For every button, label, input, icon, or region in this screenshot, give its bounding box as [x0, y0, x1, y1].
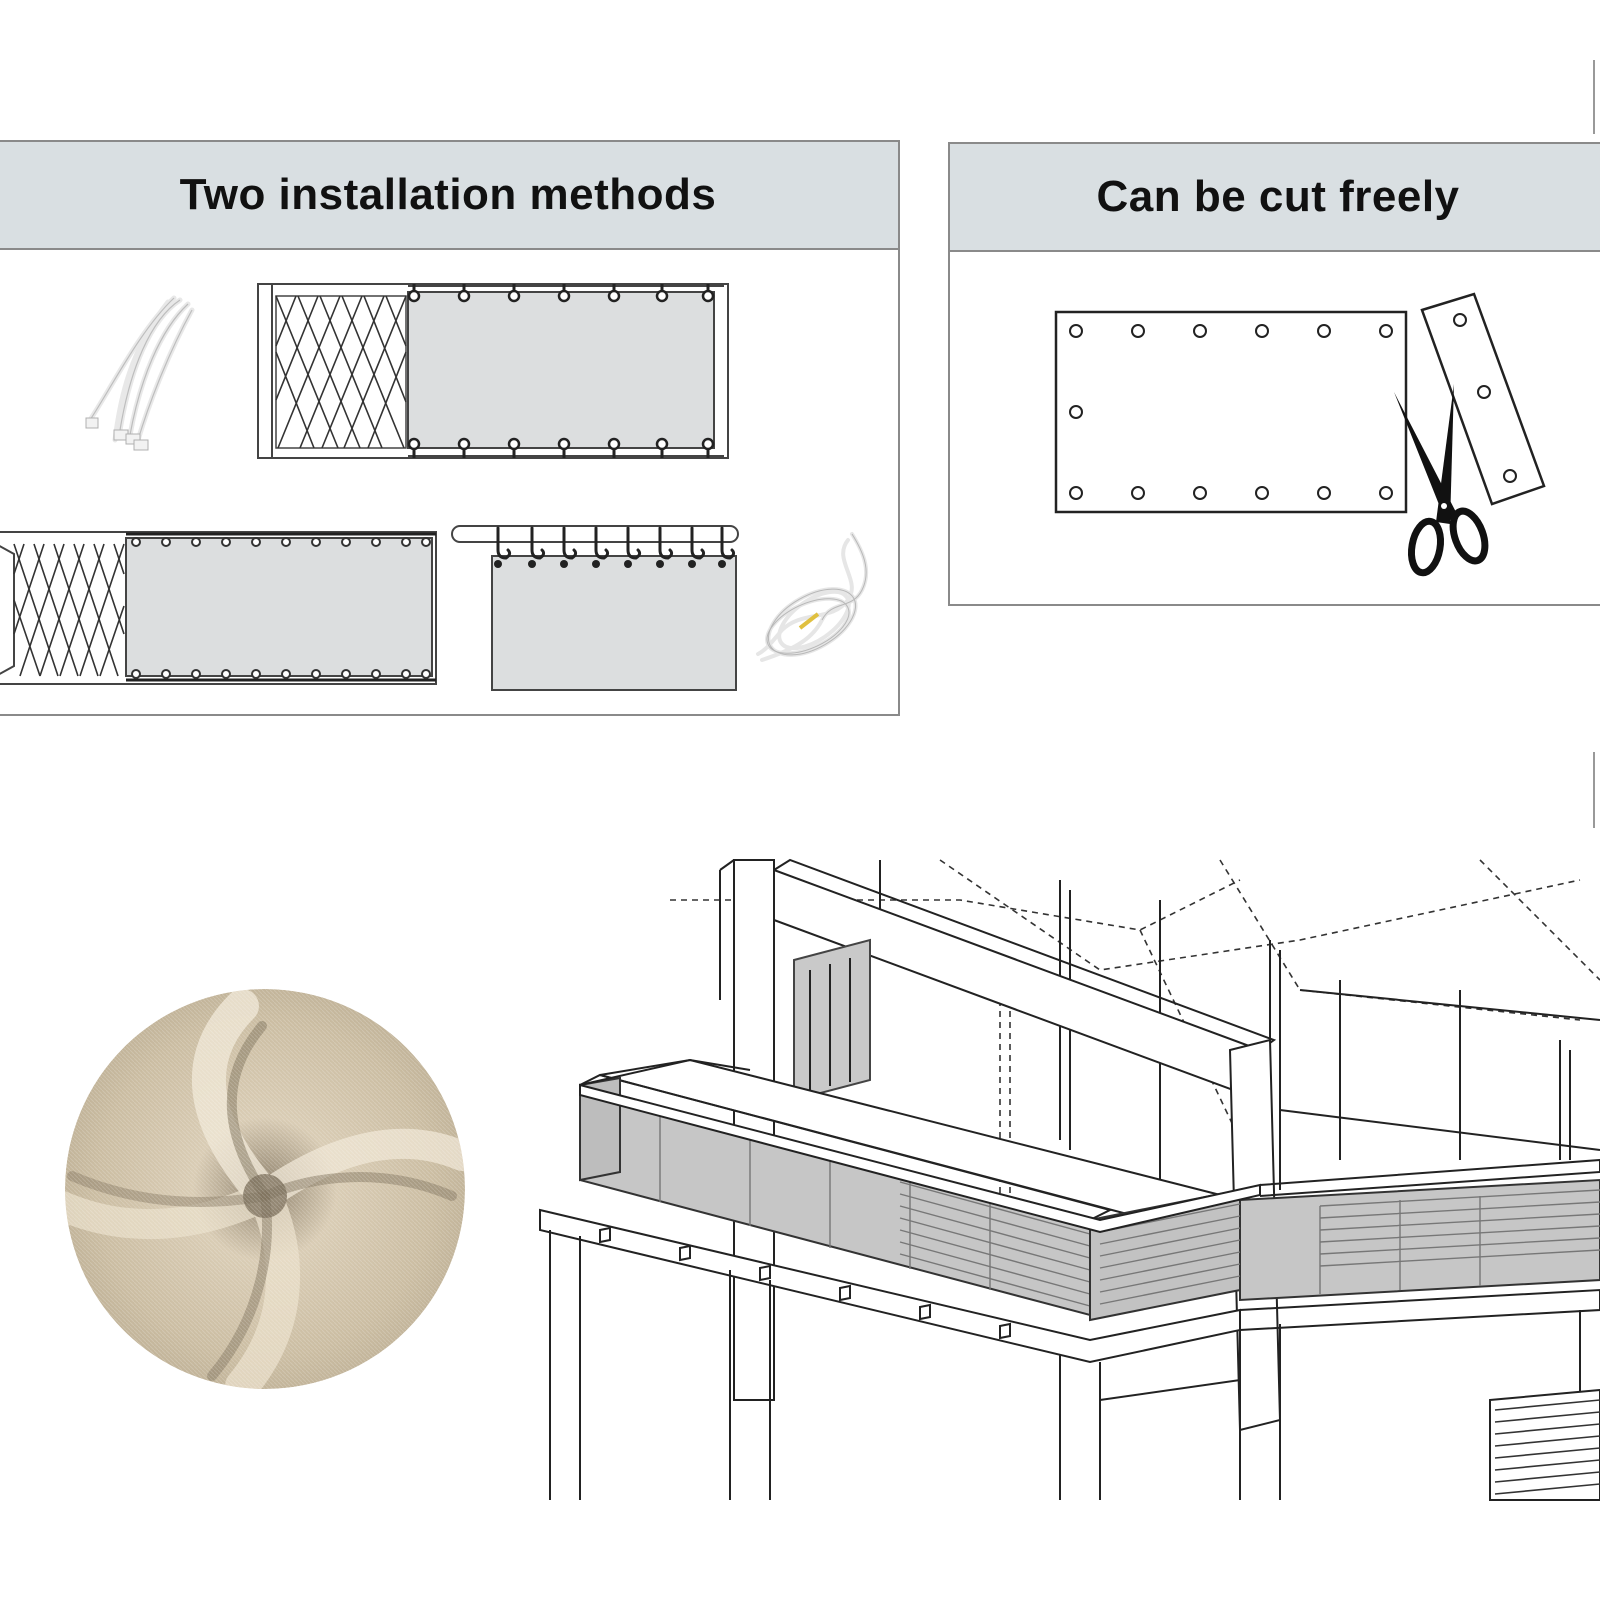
privacy-screen — [407, 291, 715, 449]
hook-hanging-diagram — [451, 525, 739, 691]
cut-screen-diagram — [1054, 292, 1546, 577]
cut-off-strip — [1420, 292, 1546, 506]
hanging-screen — [491, 555, 737, 691]
lattice-railing-long — [13, 543, 125, 677]
cable-tie-installation-diagram — [257, 283, 729, 459]
fabric-swatch-icon — [65, 989, 465, 1389]
scissors-icon — [1394, 384, 1489, 577]
edge-mark — [1593, 60, 1595, 134]
edge-mark — [1593, 752, 1595, 828]
installation-methods-header: Two installation methods — [0, 142, 898, 250]
cut-freely-header: Can be cut freely — [950, 144, 1600, 252]
screen-sheet — [1054, 310, 1408, 514]
installation-methods-title: Two installation methods — [179, 170, 717, 219]
hooks — [496, 526, 736, 560]
rope-lacing-installation-diagram — [0, 531, 437, 685]
balcony-isometric-drawing — [539, 858, 1600, 1501]
rope-icon — [756, 532, 869, 662]
sheet-grommets — [1069, 324, 1393, 500]
cut-freely-title: Can be cut freely — [1096, 172, 1460, 221]
zip-ties-icon — [85, 295, 195, 451]
grommets-bottom — [407, 437, 715, 451]
privacy-screen-long — [125, 537, 433, 677]
lattice-railing — [275, 295, 407, 449]
